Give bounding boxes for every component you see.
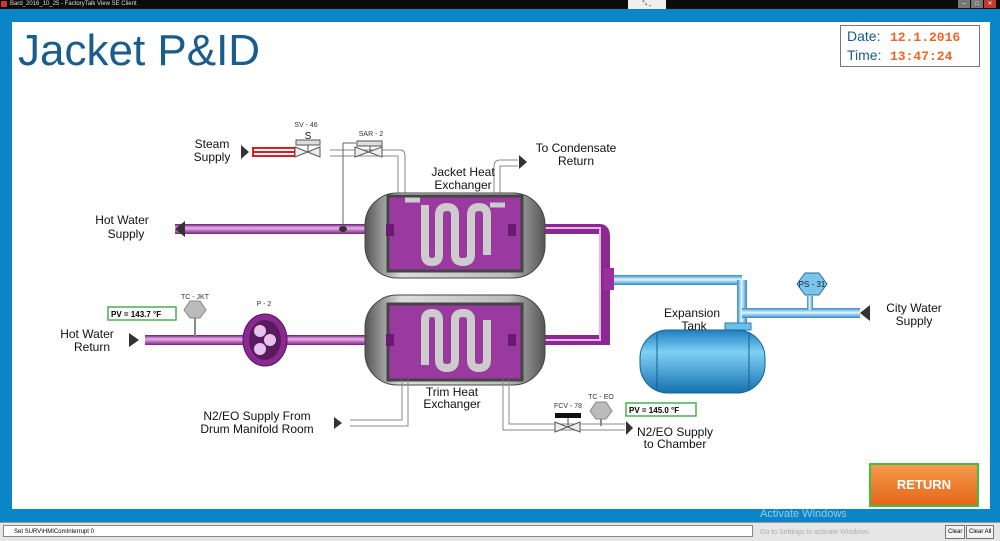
fcv-78-label: FCV - 78 [554,403,582,410]
n2-from-label-2: Drum Manifold Room [200,422,313,436]
expansion-tank-label-2: Tank [681,319,707,333]
sensor-tap [339,226,347,232]
valve-sar-2[interactable] [354,140,383,158]
maximize-icon[interactable]: □ [971,0,983,8]
signal-line [342,142,356,228]
jacket-hx-label: Jacket Heat [431,165,495,179]
hot-water-return-pipe-2 [292,335,392,345]
clear-all-button[interactable]: Clear All [966,525,995,539]
pv-display-jkt: PV = 143.7 °F [107,306,177,321]
trim-hx-label-2: Exchanger [423,397,480,411]
hot-water-supply-label-2: Supply [108,227,145,241]
time-label: Time: [847,47,882,63]
tank-riser-pipe [737,280,747,325]
diagnostics-message[interactable]: Set SURV\HMIComInterrupt 0 [3,525,753,537]
hot-water-supply-arrow [175,221,185,237]
valve-sv-46[interactable] [294,139,321,158]
condensate-label-2: Return [558,154,594,168]
date-value: 12.1.2016 [890,30,961,45]
n2-to-arrow [626,421,633,435]
city-water-label: City Water [886,301,942,315]
condensate-arrow [519,155,527,169]
hot-water-return-arrow [129,333,139,347]
window-title-bar: Bard_2016_10_25 - FactoryTalk View SE Cl… [0,0,1000,9]
city-water-label-2: Supply [896,314,933,328]
n2-from-label: N2/EO Supply From [203,409,310,423]
display-canvas: PS - 31 [12,22,990,509]
n2-to-label: N2/EO Supply [637,425,713,439]
page-title: Jacket P&ID [18,26,261,75]
window-title: Bard_2016_10_25 - FactoryTalk View SE Cl… [10,1,137,7]
sar-2-label: SAR - 2 [359,131,384,138]
hot-water-return-label: Hot Water [60,327,114,341]
hot-water-return-label-2: Return [74,340,110,354]
steam-supply-label-2: Supply [194,150,231,164]
pressure-switch-ps-31[interactable]: PS - 31 [796,272,828,296]
valve-fcv-78[interactable] [554,413,581,433]
tc-jkt-label: TC - JKT [181,294,210,301]
expansion-tank [639,322,766,394]
return-button[interactable]: RETURN [869,463,979,507]
temp-sensor-tc-eo [589,401,613,426]
sv-46-label: SV - 46 [294,122,317,129]
condensate-line [493,159,518,205]
activation-watermark-sub: Go to Settings to activate Windows. [760,529,871,536]
minimize-icon[interactable]: – [958,0,970,8]
pump-label: P - 2 [257,301,272,308]
date-time-panel: Date: 12.1.2016 Time: 13:47:24 [840,25,980,67]
pipe-flange [604,268,614,290]
n2-supply-line [350,380,409,427]
steam-supply-label: Steam [195,137,230,151]
pump-p-2[interactable] [242,313,292,367]
ps-stem [807,296,813,310]
pv-display-eo: PV = 145.0 °F [625,402,697,417]
hot-water-supply-label: Hot Water [95,213,149,227]
date-label: Date: [847,28,881,44]
n2-to-label-2: to Chamber [644,437,707,451]
condensate-label: To Condensate [536,141,617,155]
app-icon [1,1,7,7]
tc-eo-label: TC - EO [588,394,614,401]
clear-button[interactable]: Clear [945,525,966,539]
close-icon[interactable]: ✕ [984,0,996,8]
jacket-loop-highlight [510,227,601,341]
trim-heat-exchanger[interactable] [364,294,546,386]
diagnostics-bar: Set SURV\HMIComInterrupt 0 Clear Clear A… [0,522,1000,541]
temp-sensor-tc-jkt [183,300,207,336]
pv-eo-value: PV = 145.0 °F [629,406,679,415]
sv-mode-label: S [305,131,312,142]
activation-watermark: Activate Windows [760,508,847,520]
jacket-hx-label-2: Exchanger [434,178,491,192]
ps-label: PS - 31 [799,280,826,289]
cold-water-pipe [614,275,742,285]
trim-hx-label: Trim Heat [426,385,479,399]
steam-supply-arrow [241,145,249,159]
n2-chamber-line [502,380,625,431]
city-water-arrow [860,305,870,321]
expansion-tank-label: Expansion [664,306,720,320]
city-water-pipe [742,308,860,318]
jacket-heat-exchanger[interactable] [364,192,546,279]
hot-water-return-pipe [145,335,245,345]
pv-jkt-value: PV = 143.7 °F [111,310,161,319]
hot-water-supply-pipe [175,224,393,234]
n2-from-arrow [334,417,342,429]
time-value: 13:47:24 [890,49,953,64]
restore-toolbar-icon[interactable]: ⤡ ⌄ [628,0,666,9]
